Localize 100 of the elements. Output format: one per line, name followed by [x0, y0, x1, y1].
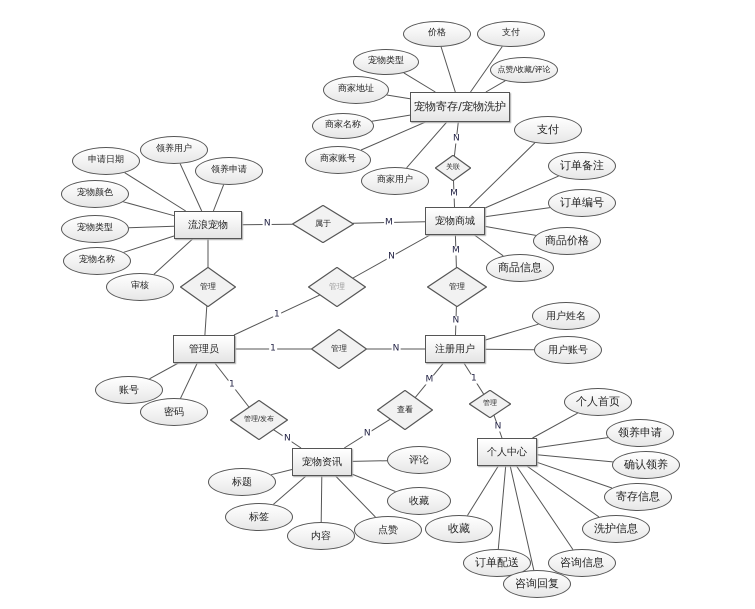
cardinality-label: M [424, 376, 434, 385]
cardinality-label: 1 [228, 380, 236, 390]
connector-line [242, 224, 293, 226]
attribute-ellipse: 宠物颜色 [61, 180, 129, 208]
cardinality-label: N [387, 252, 396, 262]
connector-line [470, 46, 503, 92]
connector-line [406, 122, 448, 168]
connector-line [454, 234, 457, 268]
connector-line [440, 46, 456, 92]
attribute-ellipse: 领养申请 [195, 157, 263, 185]
connector-line [484, 324, 539, 341]
connector-line [526, 466, 600, 518]
attribute-ellipse: 点赞 [354, 516, 422, 544]
entity-box: 宠物资讯 [292, 448, 352, 476]
attribute-ellipse: 点赞/收藏/评论 [490, 57, 558, 83]
cardinality-label: M [384, 218, 394, 227]
connector-line [360, 122, 426, 150]
attribute-ellipse: 价格 [403, 21, 471, 47]
connector-line [123, 236, 174, 253]
connector-line [352, 234, 430, 278]
attribute-ellipse: 咨询回复 [503, 570, 571, 598]
connector-line [536, 437, 608, 448]
attribute-ellipse: 领养申请 [606, 419, 674, 447]
attribute-ellipse: 订单备注 [548, 152, 616, 180]
entity-box: 个人中心 [477, 438, 537, 466]
connector-line [536, 454, 614, 462]
attribute-ellipse: 宠物名称 [63, 247, 131, 275]
cardinality-label: 1 [273, 310, 281, 320]
attribute-ellipse: 商家名称 [312, 113, 374, 139]
connector-line [498, 466, 506, 550]
attribute-ellipse: 商家账号 [305, 146, 371, 174]
attribute-ellipse: 标签 [225, 503, 293, 531]
connector-line [149, 362, 179, 380]
attribute-ellipse: 标题 [208, 468, 276, 496]
connector-line [484, 176, 560, 208]
attribute-ellipse: 寄存信息 [604, 483, 672, 511]
attribute-ellipse: 宠物类型 [353, 49, 419, 75]
connector-line [214, 362, 250, 408]
connector-line [455, 306, 457, 336]
relationship-diamond: 查看 [377, 390, 433, 430]
connector-line [468, 142, 536, 208]
attribute-ellipse: 评论 [387, 446, 451, 474]
connector-line [386, 94, 410, 100]
cardinality-label: N [452, 134, 461, 144]
attribute-ellipse: 收藏 [387, 487, 451, 515]
cardinality-label: N [452, 316, 460, 326]
attribute-ellipse: 申请日期 [72, 147, 140, 175]
connector-line [128, 226, 174, 228]
attribute-ellipse: 用户账号 [534, 336, 602, 364]
connector-line [180, 362, 198, 399]
attribute-ellipse: 收藏 [425, 515, 493, 543]
attribute-ellipse: 个人首页 [564, 388, 632, 416]
connector-line [484, 207, 550, 218]
attribute-ellipse: 订单配送 [463, 549, 531, 577]
connector-line [532, 412, 578, 438]
connector-line [344, 418, 391, 448]
attribute-ellipse: 洗护信息 [582, 515, 650, 543]
cardinality-label: M [449, 189, 459, 198]
attribute-ellipse: 宠物类型 [61, 215, 129, 243]
connector-line [273, 476, 306, 505]
connector-line [122, 201, 174, 216]
cardinality-label: 1 [269, 344, 277, 354]
connector-line [273, 429, 302, 448]
attribute-ellipse: 订单编号 [548, 189, 616, 217]
connector-line [474, 234, 504, 256]
connector-line [467, 466, 499, 516]
connector-line [154, 238, 194, 275]
attribute-ellipse: 商品价格 [533, 227, 601, 255]
connector-line [403, 72, 436, 92]
connector-line [366, 348, 426, 350]
cardinality-label: 1 [470, 374, 478, 384]
entity-box: 管理员 [173, 335, 235, 363]
connector-line [371, 114, 410, 122]
connector-line [510, 466, 534, 571]
entity-box: 注册用户 [425, 335, 485, 363]
connector-line [234, 294, 320, 336]
connector-line [270, 469, 292, 476]
connector-line [352, 460, 388, 462]
attribute-ellipse: 密码 [140, 398, 208, 426]
attribute-ellipse: 支付 [514, 116, 582, 144]
cardinality-label: N [283, 434, 292, 444]
attribute-ellipse: 领养用户 [140, 136, 208, 164]
connector-line [484, 348, 534, 350]
connector-line [234, 348, 312, 350]
connector-line [485, 80, 506, 92]
attribute-ellipse: 确认领养 [612, 451, 680, 479]
attribute-ellipse: 审核 [106, 273, 174, 301]
relationship-diamond: 属于 [292, 205, 354, 243]
connector-line [335, 476, 376, 518]
cardinality-label: N [494, 422, 502, 432]
attribute-ellipse: 商家地址 [323, 76, 389, 104]
connector-line [484, 226, 536, 236]
connector-line [454, 122, 459, 156]
connector-line [536, 462, 612, 488]
relationship-diamond: 管理 [180, 267, 236, 307]
attribute-ellipse: 账号 [95, 376, 163, 404]
connector-line [204, 306, 208, 336]
entity-box: 宠物商城 [425, 207, 485, 235]
connector-line [463, 362, 484, 395]
attribute-ellipse: 商品信息 [486, 254, 554, 282]
